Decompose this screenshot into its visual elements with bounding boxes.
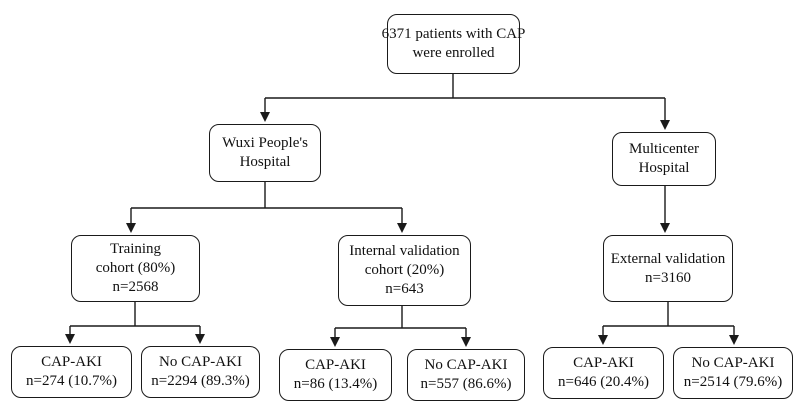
node-internal-line-3: n=643 — [385, 281, 424, 297]
node-ext-aki-line-2: n=646 (20.4%) — [558, 374, 649, 390]
node-ext-noaki-line-2: n=2514 (79.6%) — [683, 374, 783, 390]
node-internal-line-2: cohort (20%) — [364, 262, 445, 278]
node-wuxi-hospital: Wuxi People's Hospital — [209, 124, 321, 182]
node-external-line-2: n=3160 — [645, 269, 691, 286]
node-multicenter-line-2: Hospital — [638, 160, 690, 176]
node-int-noaki-line-2: n=557 (86.6%) — [420, 376, 512, 392]
node-train-aki-line-2: n=274 (10.7%) — [26, 373, 117, 389]
node-ext-aki-line-1: CAP-AKI — [573, 355, 634, 371]
connector-training-split — [70, 302, 200, 327]
node-training-line-2: cohort (80%) — [95, 260, 176, 276]
node-training-cap-aki: CAP-AKI n=274 (10.7%) — [11, 346, 132, 398]
node-ext-noaki-line-1: No CAP-AKI — [691, 355, 775, 371]
node-internal-cap-aki: CAP-AKI n=86 (13.4%) — [279, 349, 392, 401]
node-training-no-cap-aki: No CAP-AKI n=2294 (89.3%) — [141, 346, 260, 398]
node-wuxi-line-2: Hospital — [239, 154, 291, 170]
node-int-aki-line-2: n=86 (13.4%) — [293, 376, 378, 392]
node-multicenter-hospital: Multicenter Hospital — [612, 132, 716, 186]
node-training-cohort: Training cohort (80%) n=2568 — [71, 235, 200, 302]
node-external-no-cap-aki: No CAP-AKI n=2514 (79.6%) — [673, 347, 793, 399]
connector-external-split — [603, 302, 734, 327]
connector-internal-split — [335, 306, 466, 329]
node-wuxi-line-1: Wuxi People's — [222, 135, 308, 151]
node-external-cap-aki: CAP-AKI n=646 (20.4%) — [543, 347, 664, 399]
node-int-aki-line-1: CAP-AKI — [305, 357, 366, 373]
connector-root-to-hospitals — [265, 74, 665, 99]
node-training-line-1: Training — [109, 241, 162, 257]
node-internal-no-cap-aki: No CAP-AKI n=557 (86.6%) — [407, 349, 525, 401]
node-int-noaki-line-1: No CAP-AKI — [424, 357, 508, 373]
node-enrolled-line-2: were enrolled — [412, 45, 495, 61]
node-training-line-3: n=2568 — [112, 279, 159, 295]
node-external-line-1: External validation — [610, 250, 726, 267]
node-train-noaki-line-1: No CAP-AKI — [159, 354, 242, 370]
node-train-aki-line-1: CAP-AKI — [41, 354, 102, 370]
node-internal-line-1: Internal validation — [349, 243, 460, 259]
node-enrolled-line-1: 6371 patients with CAP — [381, 26, 526, 42]
node-multicenter-line-1: Multicenter — [629, 141, 699, 157]
node-train-noaki-line-2: n=2294 (89.3%) — [151, 373, 250, 389]
node-external-validation: External validation n=3160 — [603, 235, 733, 302]
node-enrolled: 6371 patients with CAP were enrolled — [382, 14, 525, 74]
connector-wuxi-split — [131, 182, 402, 209]
node-internal-validation: Internal validation cohort (20%) n=643 — [338, 235, 471, 306]
